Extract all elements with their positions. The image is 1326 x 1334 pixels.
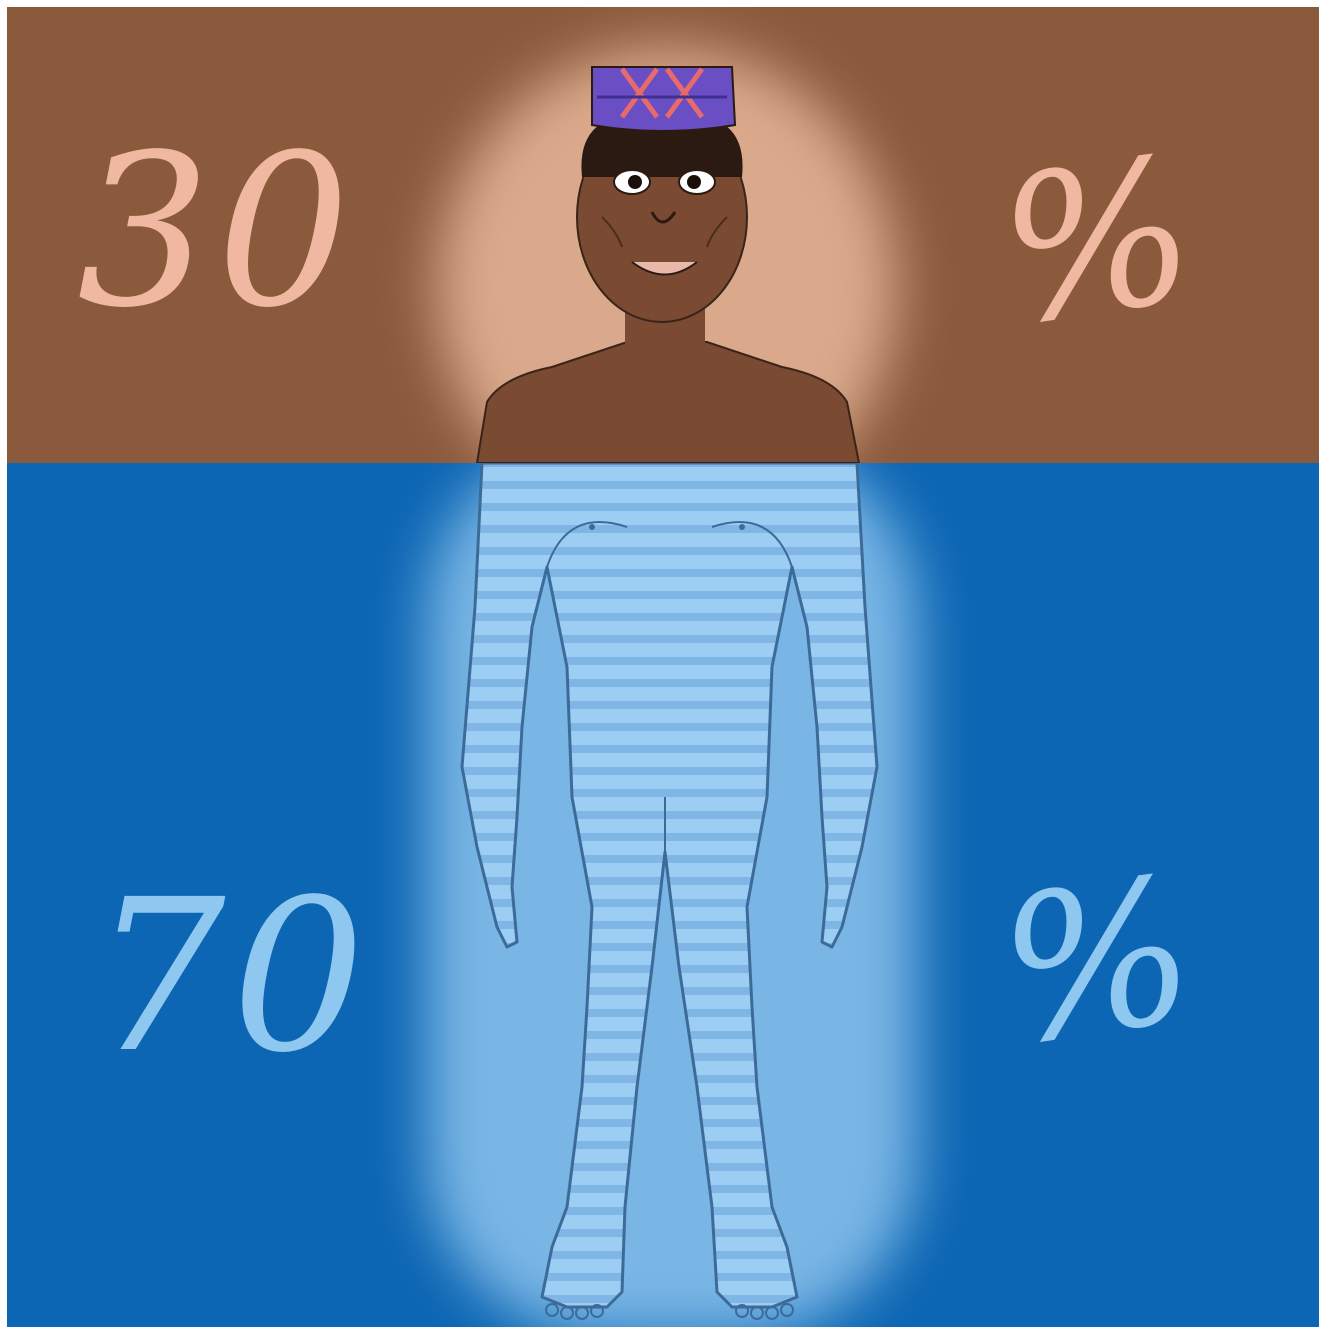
cap <box>592 67 735 131</box>
upper-number: 30 <box>77 127 356 337</box>
head <box>577 112 747 322</box>
lower-percent-sign: % <box>989 849 1211 1074</box>
illustration: 30 % 70 % <box>7 7 1319 1327</box>
lower-number: 70 <box>92 872 371 1082</box>
upper-percent-sign: % <box>989 129 1211 354</box>
